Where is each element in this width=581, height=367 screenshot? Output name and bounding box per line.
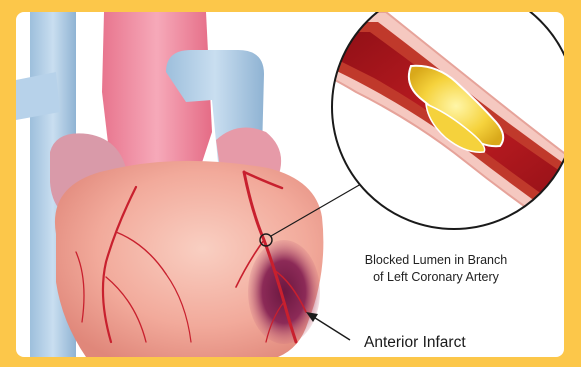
lumen-caption: Blocked Lumen in Branch of Left Coronary… (336, 252, 536, 286)
infarct-arrow (306, 312, 350, 340)
illustration-panel: Blocked Lumen in Branch of Left Coronary… (16, 12, 564, 357)
magnified-artery-view (306, 12, 564, 242)
infarct-label: Anterior Infarct (364, 334, 466, 352)
lumen-caption-line1: Blocked Lumen in Branch (336, 252, 536, 269)
lumen-caption-line2: of Left Coronary Artery (336, 269, 536, 286)
infarct-region (248, 240, 320, 344)
heart-illustration (16, 12, 564, 357)
